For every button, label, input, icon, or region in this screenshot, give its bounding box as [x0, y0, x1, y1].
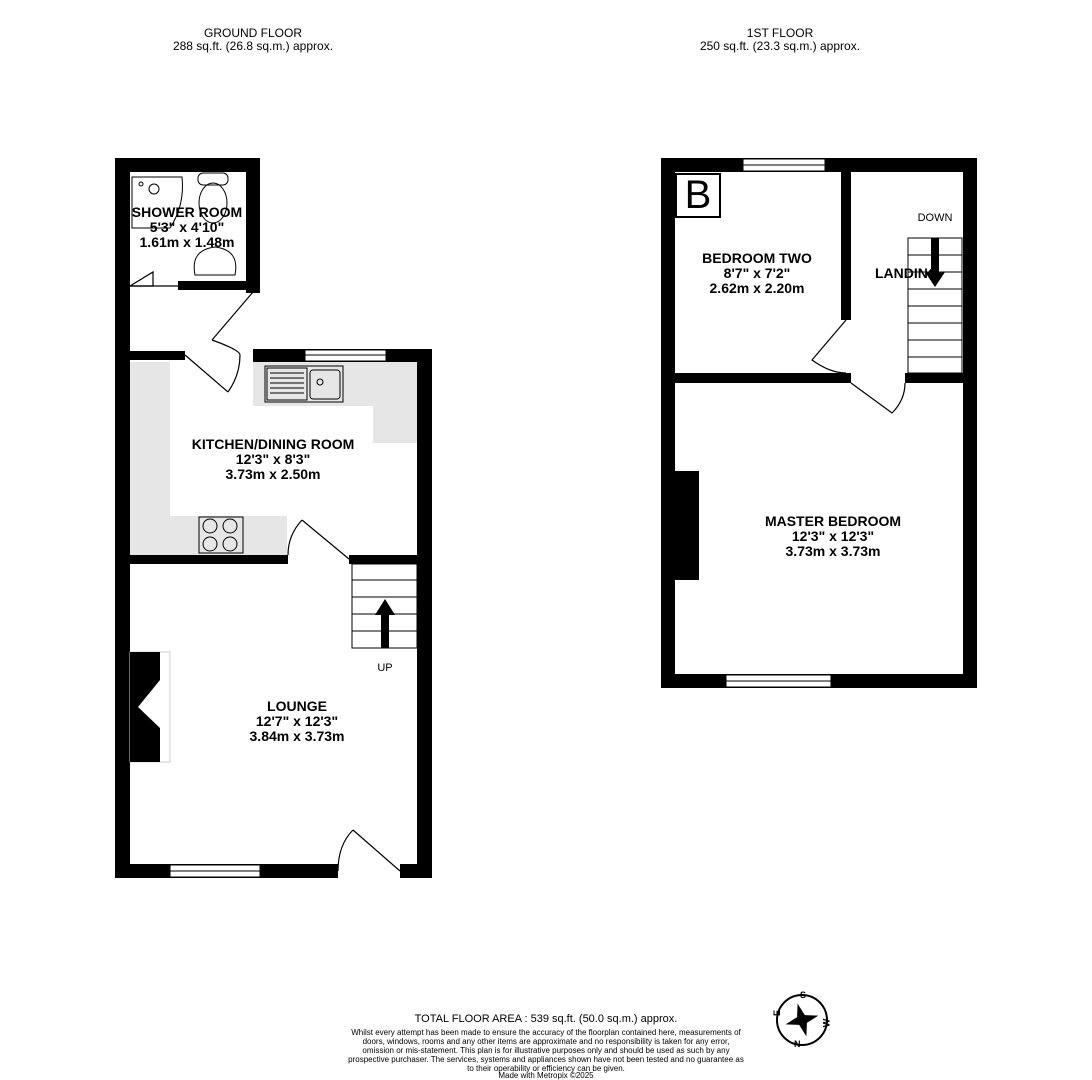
fireplace — [129, 651, 171, 763]
arrow-up-icon — [375, 599, 395, 648]
ground-floor-header: GROUND FLOOR 288 sq.ft. (26.8 sq.m.) app… — [153, 27, 353, 53]
total-floor-area: TOTAL FLOOR AREA : 539 sq.ft. (50.0 sq.m… — [414, 1013, 678, 1025]
arrow-down-icon — [925, 238, 945, 287]
stairs-up-label: UP — [377, 662, 393, 674]
first-floor-header: 1ST FLOOR 250 sq.ft. (23.3 sq.m.) approx… — [680, 27, 880, 53]
kitchen-counter — [130, 362, 417, 555]
doors — [127, 270, 401, 872]
doors — [811, 319, 906, 414]
floor-title: 1ST FLOOR — [746, 26, 814, 40]
disclaimer: Whilst every attempt has been made to en… — [348, 1028, 744, 1073]
compass-n: N — [794, 1039, 801, 1049]
sink-icon — [264, 365, 344, 403]
floor-area: 288 sq.ft. (26.8 sq.m.) approx. — [172, 39, 334, 53]
floor-area: 250 sq.ft. (23.3 sq.m.) approx. — [699, 39, 861, 53]
hob-icon — [198, 516, 244, 554]
boiler-box — [675, 173, 721, 218]
ground-floor-plan — [115, 158, 432, 878]
compass-s: S — [800, 990, 807, 1000]
floor-title: GROUND FLOOR — [203, 26, 302, 40]
shower-fixtures — [131, 172, 237, 276]
boiler-label: B — [684, 173, 712, 217]
room-label-landing: LANDING — [875, 266, 931, 281]
compass-icon — [776, 994, 828, 1046]
made-with: Made with Metropix ©2025 — [498, 1071, 594, 1080]
compass-w: W — [821, 1018, 832, 1028]
compass-e: E — [772, 1009, 783, 1017]
first-floor-plan — [661, 158, 977, 688]
stairs-down-label: DOWN — [917, 212, 953, 224]
